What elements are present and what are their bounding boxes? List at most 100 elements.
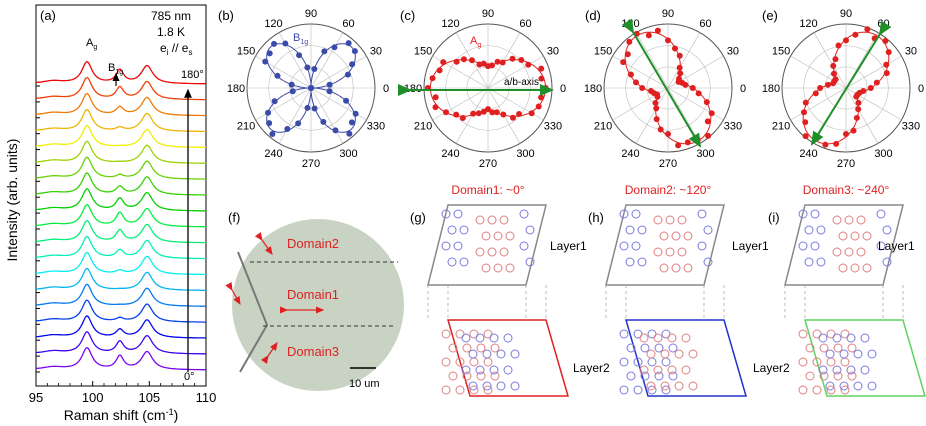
atom [677,247,687,257]
atom [667,333,677,343]
atom [462,343,472,353]
atom [882,257,892,267]
polar-angle-label: 210 [414,121,432,133]
atom [631,241,641,251]
raman-spectrum [35,108,206,133]
atom [853,381,863,391]
atom [816,257,826,267]
atom [476,371,486,381]
atom [838,263,848,273]
polar-angle-label: 90 [305,8,317,20]
polar-data-point [265,109,272,116]
polar-data-point [459,114,466,121]
atom [832,247,842,257]
atom [483,329,493,339]
lattice-i [784,204,926,397]
polar-angle-label: 210 [772,121,790,133]
atom [619,209,629,219]
polar-data-point [873,79,880,86]
panel-label-i: (i) [768,210,780,225]
atom [483,357,493,367]
atom [626,371,636,381]
polar-data-point [271,40,278,47]
atom [505,263,515,273]
scale-bar-label: 10 um [349,378,380,390]
atom [505,231,515,241]
atom [441,241,451,251]
atom [646,381,656,391]
atom [818,333,828,343]
atom [798,209,808,219]
atom [805,371,815,381]
polar-data-point [817,85,824,91]
polar-data-point [665,37,671,44]
atom [619,385,629,395]
atom [818,365,828,375]
raman-y-axis-label: Intensity (arb. units) [4,139,20,262]
atom [832,215,842,225]
polar-data-point [627,71,634,78]
panel-label-e: (e) [762,8,778,23]
atom [448,343,458,353]
polar-spoke [310,32,344,89]
atom [661,357,671,367]
atom [493,231,503,241]
atom [441,385,451,395]
polar-data-point [326,88,333,95]
atom [839,349,849,359]
polar-data-point [802,133,809,140]
polar-data-point [304,64,311,71]
atom [637,257,647,267]
angle-top-label: 180° [181,69,204,81]
polar-angle-label: 120 [441,18,459,30]
atom [659,231,669,241]
atom [646,349,656,359]
atom [447,225,457,235]
polar-angle-label: 30 [727,46,739,58]
raman-spectrum [35,156,206,180]
atom [503,333,513,343]
polar-data-point [850,127,857,134]
atom [838,231,848,241]
atom [482,381,492,391]
atom [833,343,843,353]
polar-data-point [652,99,659,106]
polar-data-point [824,81,831,88]
polar-spoke [635,32,669,89]
polar-data-point [493,109,500,116]
polar-data-point [476,61,483,68]
polar-data-point [843,131,849,138]
polar-data-point [304,104,311,111]
polar-data-point [509,55,516,62]
atom [469,385,479,395]
polar-data-point [499,59,506,66]
polar-angle-label: 300 [696,148,714,160]
atom [453,209,463,219]
polar-data-point [708,110,715,117]
polar-data-point [343,97,350,104]
polar-data-point [284,126,291,133]
atom [876,241,886,251]
atom [839,381,849,391]
atom [876,209,886,219]
raman-spectrum [35,203,206,228]
polar-data-point [332,127,339,134]
atom [832,365,842,375]
polar-angle-label: 150 [237,46,255,58]
layer1-label-i: Layer1 [878,239,915,253]
atom [703,257,713,267]
layer1-label-g: Layer1 [550,239,587,253]
polar-b-label: B1g [293,32,308,46]
atom [660,349,670,359]
atom [459,225,469,235]
panel-label-b: (b) [218,8,234,23]
atom [487,215,497,225]
polar-data-point [676,52,683,59]
polar-d-axis-arrow [621,18,702,148]
atom [847,343,857,353]
raman-spectrum [35,299,206,323]
polar-angle-label: 90 [662,8,674,20]
atom [671,263,681,273]
